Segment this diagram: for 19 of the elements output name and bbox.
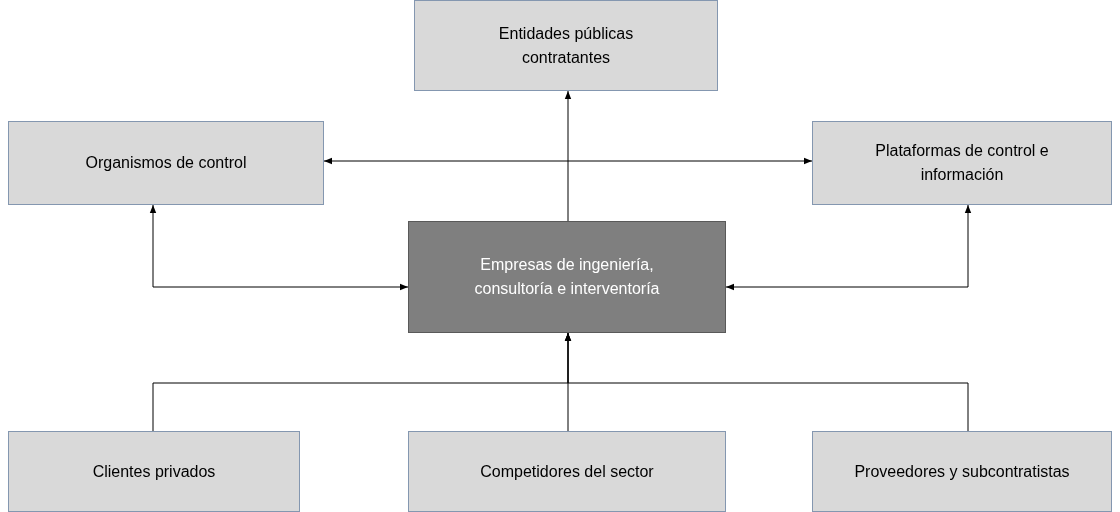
box-label: Clientes privados [92,461,216,482]
arrow [564,90,572,222]
box-label: Empresas de ingeniería, consultoría e interventoría [473,255,661,299]
box-label: Organismos de control [85,153,247,173]
arrow [149,204,409,291]
process-box [8,121,324,205]
arrow [323,157,813,165]
process-box [414,0,718,91]
process-box [812,431,1112,512]
arrow [564,332,969,432]
arrow [725,204,972,291]
process-box [8,431,300,512]
process-box [812,121,1112,205]
box-label: Competidores del sector [480,461,654,482]
central-box [408,221,726,333]
box-label: Entidades públicas contratantes [497,23,635,68]
process-box [408,431,726,512]
box-label: Proveedores y subcontratistas [854,461,1070,482]
box-label: Plataformas de control e información [874,141,1050,185]
